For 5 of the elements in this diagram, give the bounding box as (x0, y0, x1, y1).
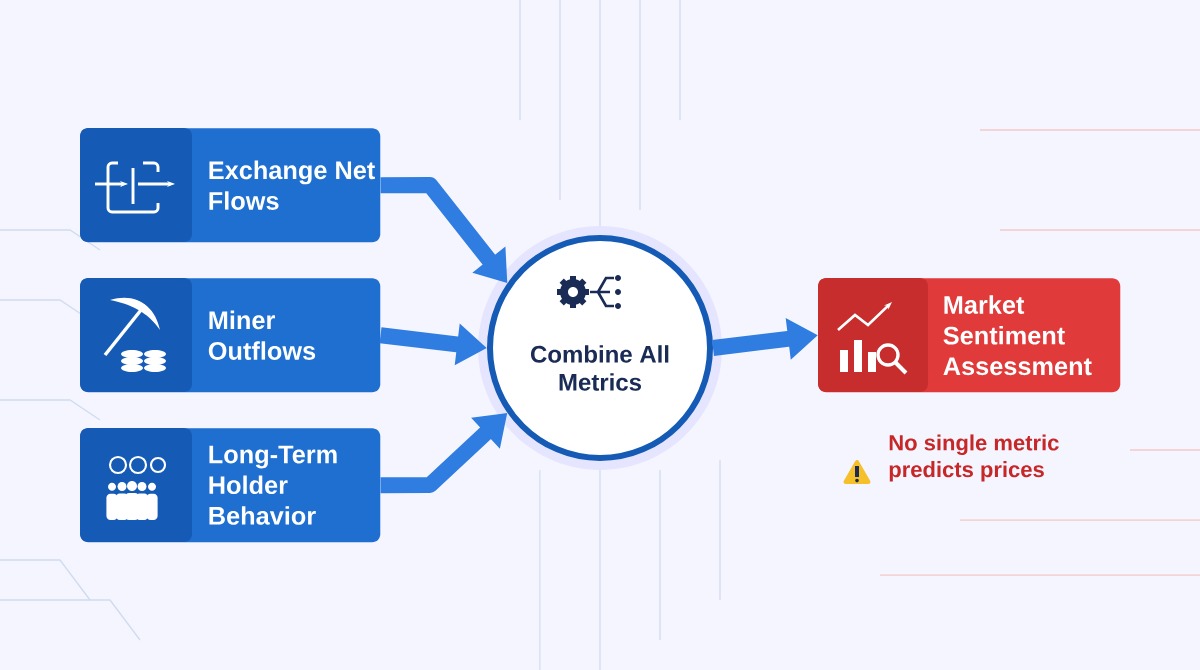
warning-text: No single metric predicts prices (889, 434, 1059, 482)
metric-box: Long-Term Holder Behavior (80, 428, 381, 543)
metric-box: Miner Outflows (80, 278, 381, 393)
metric-box: Exchange Net Flows (80, 128, 381, 243)
result-box: Market Sentiment Assessment (818, 278, 1121, 393)
